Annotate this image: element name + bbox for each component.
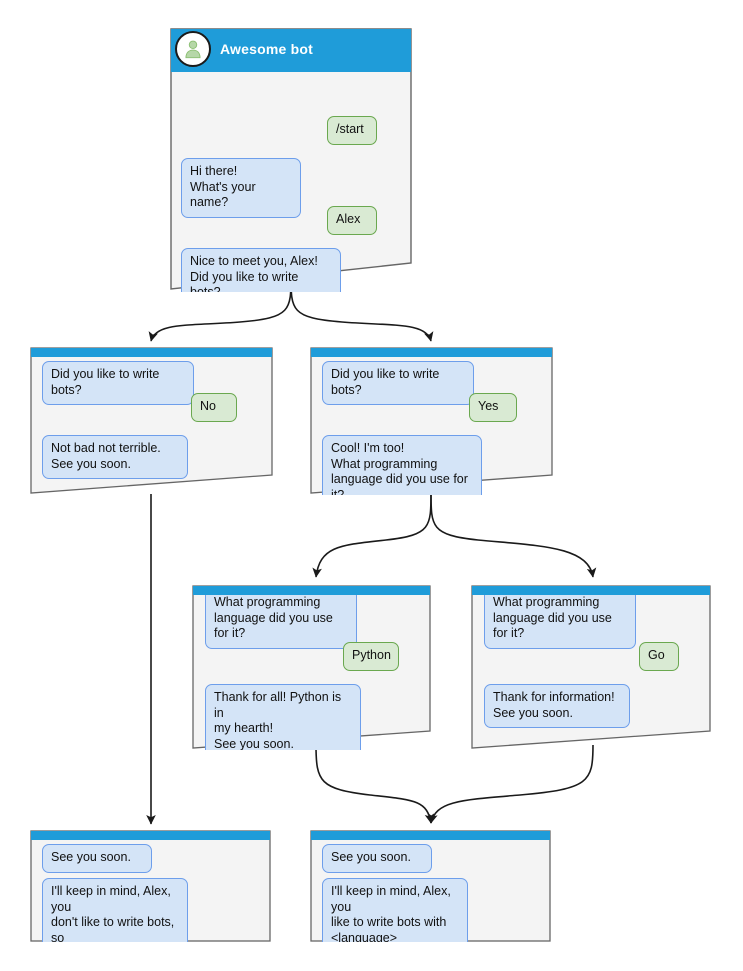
message-bubble-user[interactable]: Yes — [469, 393, 517, 422]
node-yes-branch[interactable]: Did you like to write bots? Yes Cool! I'… — [310, 347, 554, 495]
edge-yes-to-python — [312, 491, 432, 578]
message-bubble-bot[interactable]: Did you like to write bots? — [322, 361, 474, 405]
node-end-no-body: See you soon. I'll keep in mind, Alex, y… — [30, 840, 271, 942]
node-no-branch-body: Did you like to write bots? No Not bad n… — [30, 357, 274, 495]
node-end-yes-body: See you soon. I'll keep in mind, Alex, y… — [310, 840, 551, 942]
message-bubble-bot[interactable]: Not bad not terrible. See you soon. — [42, 435, 188, 479]
message-bubble-bot[interactable]: Thank for information! See you soon. — [484, 684, 630, 728]
node-python-branch[interactable]: What programming language did you use fo… — [192, 585, 432, 750]
message-bubble-user[interactable]: /start — [327, 116, 377, 145]
message-bubble-user[interactable]: Go — [639, 642, 679, 671]
node-root-header: Awesome bot — [168, 26, 414, 72]
node-root[interactable]: Awesome bot /start Hi there! What's your… — [168, 26, 414, 292]
message-bubble-bot[interactable]: I'll keep in mind, Alex, you like to wri… — [322, 878, 468, 942]
node-no-branch[interactable]: Did you like to write bots? No Not bad n… — [30, 347, 274, 495]
message-bubble-user[interactable]: Python — [343, 642, 399, 671]
message-bubble-bot[interactable]: What programming language did you use fo… — [205, 595, 357, 649]
node-go-branch-body: What programming language did you use fo… — [471, 595, 712, 750]
message-bubble-user[interactable]: No — [191, 393, 237, 422]
message-bubble-user[interactable]: Alex — [327, 206, 377, 235]
person-avatar-icon — [175, 31, 211, 67]
node-yes-branch-body: Did you like to write bots? Yes Cool! I'… — [310, 357, 554, 495]
edge-yes-to-go — [430, 491, 597, 578]
node-go-branch[interactable]: What programming language did you use fo… — [471, 585, 712, 750]
message-bubble-bot[interactable]: Nice to meet you, Alex! Did you like to … — [181, 248, 341, 292]
node-end-yes[interactable]: See you soon. I'll keep in mind, Alex, y… — [310, 830, 551, 942]
edge-go-to-end-yes — [428, 744, 594, 824]
message-bubble-bot[interactable]: Hi there! What's your name? — [181, 158, 301, 218]
message-bubble-bot[interactable]: See you soon. — [322, 844, 432, 873]
message-bubble-bot[interactable]: Did you like to write bots? — [42, 361, 194, 405]
node-root-body: /start Hi there! What's your name? Alex … — [168, 72, 414, 292]
node-root-title: Awesome bot — [220, 41, 313, 57]
node-python-branch-body: What programming language did you use fo… — [192, 595, 432, 750]
edge-python-to-end-yes — [315, 744, 435, 824]
message-bubble-bot[interactable]: What programming language did you use fo… — [484, 595, 636, 649]
message-bubble-bot[interactable]: Thank for all! Python is in my hearth! S… — [205, 684, 361, 750]
message-bubble-bot[interactable]: Cool! I'm too! What programming language… — [322, 435, 482, 495]
node-end-no[interactable]: See you soon. I'll keep in mind, Alex, y… — [30, 830, 271, 942]
message-bubble-bot[interactable]: See you soon. — [42, 844, 152, 873]
message-bubble-bot[interactable]: I'll keep in mind, Alex, you don't like … — [42, 878, 188, 942]
